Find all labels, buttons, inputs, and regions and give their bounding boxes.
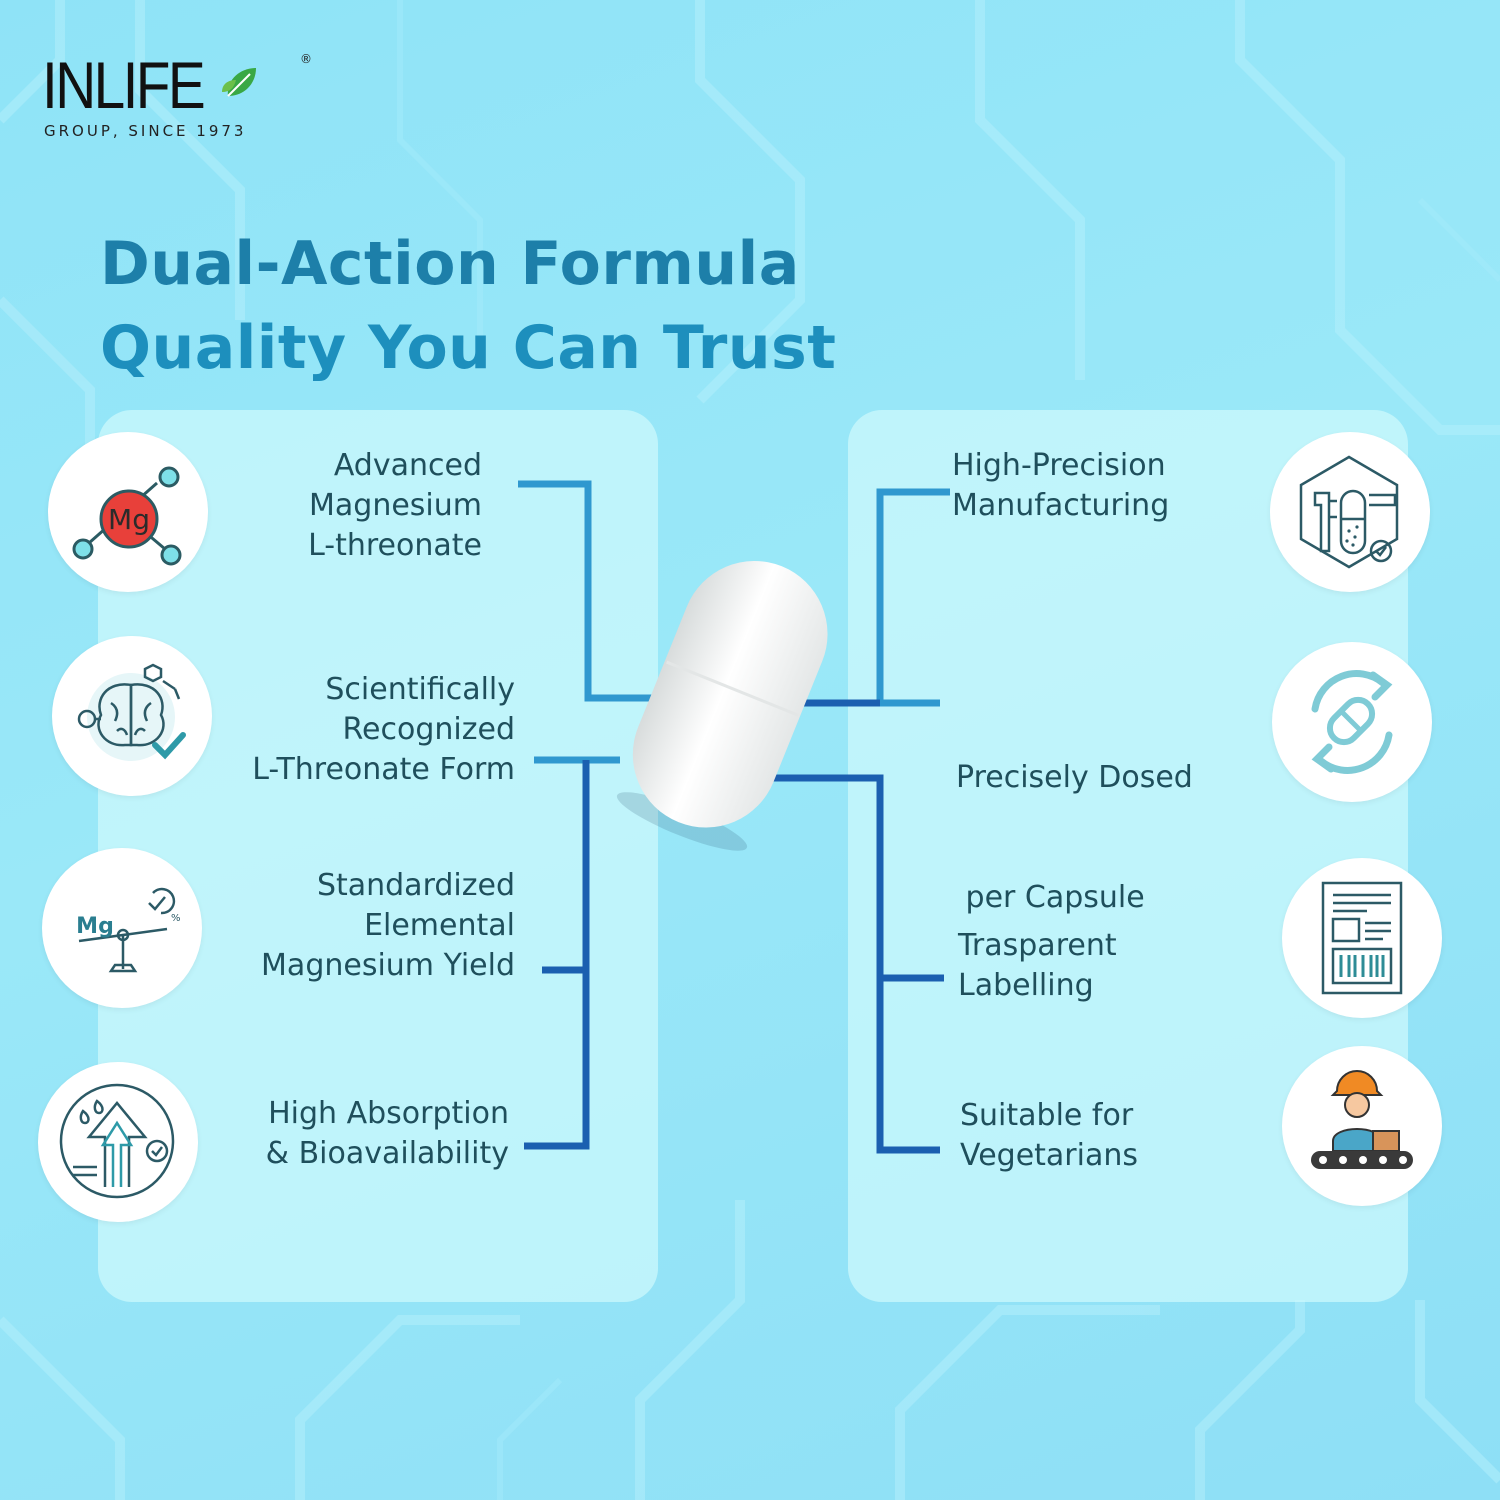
feature-line: Suitable for: [960, 1098, 1134, 1133]
balance-scale-mg-icon: Mg %: [42, 848, 202, 1008]
svg-text:%: %: [171, 913, 181, 924]
feature-line: Scientifically: [325, 672, 515, 707]
worker-conveyor-icon: [1282, 1046, 1442, 1206]
leaf-icon: [222, 68, 256, 97]
feature-line: Labelling: [958, 968, 1094, 1003]
feature-advanced-magnesium: Advanced Magnesium L-threonate: [308, 446, 482, 566]
feature-standardized-yield: Standardized Elemental Magnesium Yield: [261, 866, 515, 986]
feature-high-precision: High-Precision Manufacturing: [952, 446, 1169, 526]
feature-suitable-vegetarians: Suitable for Vegetarians: [960, 1096, 1138, 1176]
label-barcode-icon: [1282, 858, 1442, 1018]
brand-name: INLIFE: [42, 48, 206, 122]
feature-line: Manufacturing: [952, 488, 1170, 523]
feature-line: L-threonate: [308, 528, 482, 563]
registered-mark: ®: [300, 52, 312, 66]
brand-tagline: GROUP, SINCE 1973: [44, 122, 247, 140]
feature-line: L-Threonate Form: [252, 752, 515, 787]
feature-line: Elemental: [364, 908, 515, 943]
page-headline: Dual-Action Formula Quality You Can Trus…: [100, 222, 836, 390]
feature-transparent-labelling: Trasparent Labelling: [958, 926, 1117, 1006]
feature-precisely-dosed: Precisely Dosed per Capsule: [956, 678, 1193, 958]
feature-line: Recognized: [342, 712, 515, 747]
brain-circuit-check-icon: [52, 636, 212, 796]
mg-label: Mg: [108, 503, 150, 536]
feature-line: Vegetarians: [960, 1138, 1138, 1173]
headline-line-1: Dual-Action Formula: [100, 229, 800, 299]
feature-scientifically-recognized: Scientifically Recognized L-Threonate Fo…: [252, 670, 515, 790]
feature-line: Trasparent: [958, 928, 1117, 963]
feature-line: Magnesium Yield: [261, 948, 515, 983]
magnesium-molecule-icon: Mg: [48, 432, 208, 592]
feature-line: High-Precision: [952, 448, 1166, 483]
feature-line: High Absorption: [268, 1096, 509, 1131]
feature-high-absorption: High Absorption & Bioavailability: [266, 1094, 509, 1174]
feature-line: Advanced: [333, 448, 482, 483]
headline-line-2: Quality You Can Trust: [100, 313, 837, 383]
feature-line: Standardized: [316, 868, 515, 903]
brand-logo: INLIFE ® GROUP, SINCE 1973: [42, 48, 312, 147]
feature-line: Precisely Dosed: [956, 760, 1193, 795]
feature-line: per Capsule: [956, 880, 1145, 915]
capsule-cycle-icon: [1272, 642, 1432, 802]
precision-capsule-caliper-icon: [1270, 432, 1430, 592]
mg-scale-label: Mg: [76, 914, 114, 939]
absorption-arrow-icon: [38, 1062, 198, 1222]
feature-line: Magnesium: [309, 488, 482, 523]
feature-line: & Bioavailability: [265, 1136, 509, 1171]
